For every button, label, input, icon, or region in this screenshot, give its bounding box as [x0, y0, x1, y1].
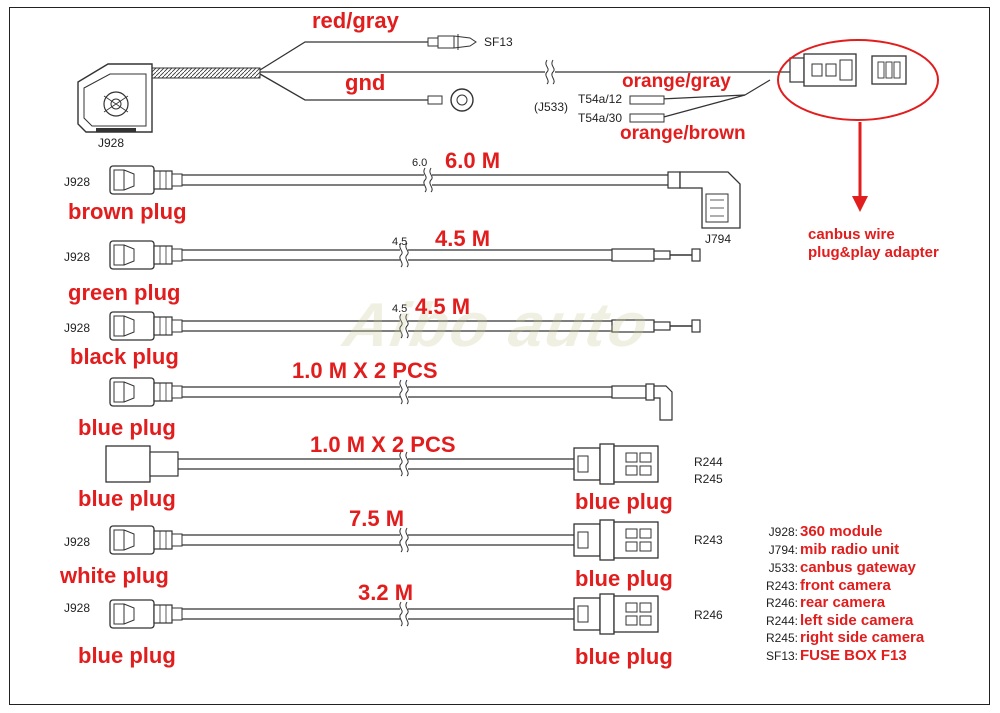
cable-1	[109, 165, 741, 229]
cable-6-plug: white plug	[60, 563, 169, 588]
legend-row: J533:canbus gateway	[762, 560, 916, 576]
legend-code: R245:	[765, 631, 798, 645]
cable-6-end-label: R243	[694, 533, 723, 547]
cable-4	[109, 377, 673, 421]
diagram-frame	[9, 7, 990, 705]
legend-row: R244:left side camera	[762, 613, 913, 629]
cable-3-length: 4.5 M	[415, 294, 471, 319]
cable-1-length-small: 6.0	[412, 157, 428, 169]
legend-desc: left side camera	[800, 612, 914, 629]
cable-7	[109, 593, 659, 635]
legend-desc: right side camera	[800, 629, 925, 646]
watermark-logo: Aibo auto	[338, 291, 655, 360]
cable-5-end-plug: blue plug	[575, 489, 673, 514]
cable-1-left-label: J928	[64, 175, 91, 189]
cable-6-end-plug: blue plug	[575, 566, 673, 591]
cable-5-end-label-2: R245	[694, 472, 723, 486]
legend-desc: FUSE BOX F13	[800, 647, 907, 664]
cable-7-end-label: R246	[694, 608, 723, 622]
cable-6	[109, 519, 659, 561]
cable-3-plug: black plug	[70, 344, 179, 369]
legend-desc: rear camera	[800, 594, 886, 611]
adapter-note-line2: plug&play adapter	[808, 244, 939, 261]
cable-3-left-label: J928	[64, 321, 91, 335]
cable-1-end-label: J794	[705, 232, 732, 246]
wire-label-gnd: gnd	[345, 70, 386, 95]
cable-2-length: 4.5 M	[435, 226, 491, 251]
gateway-label: (J533)	[534, 100, 569, 114]
legend-desc: front camera	[800, 577, 891, 594]
cable-1-plug: brown plug	[68, 199, 187, 224]
cable-2-left-label: J928	[64, 250, 91, 264]
legend-code: R246:	[765, 596, 798, 610]
legend-code: J794:	[768, 543, 798, 557]
cable-7-end-plug: blue plug	[575, 644, 673, 669]
cable-2	[109, 240, 701, 270]
legend-code: J928:	[768, 525, 798, 539]
cable-4-plug: blue plug	[78, 415, 176, 440]
wire-label-red-gray: red/gray	[312, 8, 399, 33]
cable-3	[109, 311, 701, 341]
legend-desc: mib radio unit	[800, 541, 900, 558]
legend-desc: 360 module	[800, 523, 883, 540]
legend-row: J794:mib radio unit	[762, 541, 900, 558]
cable-3-length-small: 4.5	[392, 303, 408, 315]
legend-code: SF13:	[765, 649, 798, 663]
legend-row: R246:rear camera	[762, 595, 885, 611]
cable-2-length-small: 4.5	[392, 236, 408, 248]
cable-5	[105, 443, 659, 485]
fuse-label: SF13	[484, 35, 513, 49]
legend-row: R243:front camera	[762, 578, 891, 594]
pin-label-t54a30: T54a/30	[578, 111, 623, 125]
legend-code: R243:	[765, 579, 798, 593]
cable-7-length: 3.2 M	[358, 580, 414, 605]
wire-label-orange-brown: orange/brown	[620, 123, 746, 144]
legend-row: R245:right side camera	[762, 630, 924, 646]
cable-2-plug: green plug	[68, 280, 181, 305]
cable-5-length: 1.0 M X 2 PCS	[310, 432, 456, 457]
legend-desc: canbus gateway	[800, 559, 916, 576]
top-harness	[77, 34, 939, 212]
cable-5-end-label-1: R244	[694, 455, 723, 469]
wire-label-orange-gray: orange/gray	[622, 71, 731, 92]
cable-5-plug: blue plug	[78, 486, 176, 511]
pin-label-t54a12: T54a/12	[578, 92, 623, 106]
cable-4-length: 1.0 M X 2 PCS	[292, 358, 438, 383]
adapter-note-line1: canbus wire	[808, 226, 895, 243]
module-label-j928: J928	[98, 136, 125, 150]
cable-6-left-label: J928	[64, 535, 91, 549]
cable-1-length: 6.0 M	[445, 148, 501, 173]
cable-7-plug: blue plug	[78, 643, 176, 668]
cable-7-left-label: J928	[64, 601, 91, 615]
legend-row: J928:360 module	[762, 524, 883, 540]
legend-row: SF13:FUSE BOX F13	[762, 648, 907, 664]
legend-code: R244:	[765, 614, 798, 628]
cable-6-length: 7.5 M	[349, 506, 405, 531]
legend-code: J533:	[768, 561, 798, 575]
